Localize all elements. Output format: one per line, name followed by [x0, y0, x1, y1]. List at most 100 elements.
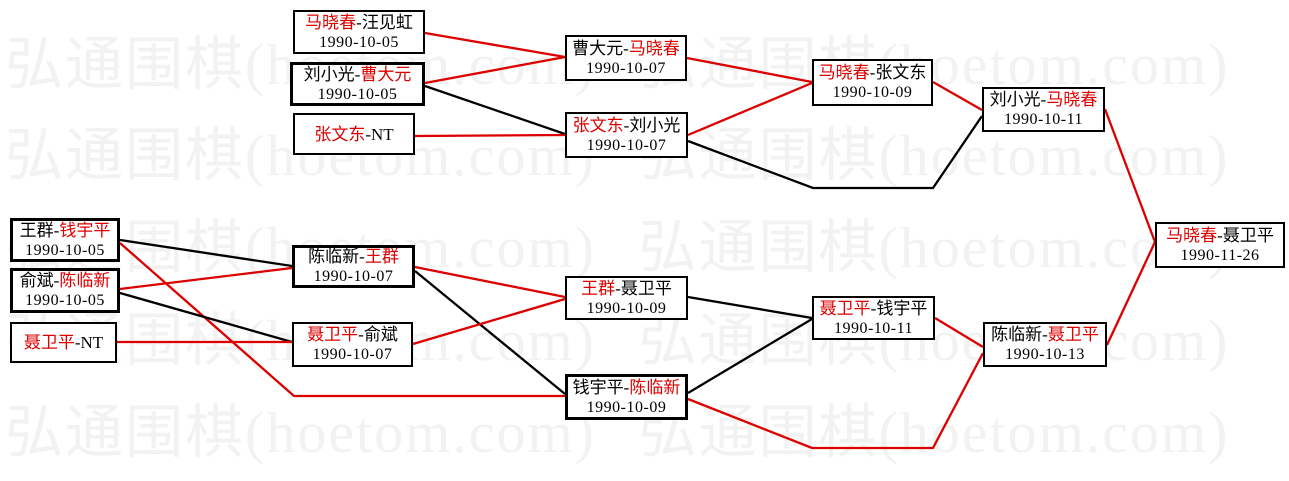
match-date: 1990-10-05 — [25, 292, 105, 309]
bracket-line-loser — [424, 84, 566, 136]
player-name-winner: 王群 — [364, 247, 399, 266]
match-date: 1990-10-05 — [317, 85, 398, 103]
match-players: 马晓春-张文东 — [819, 62, 927, 83]
bracket-line-winner — [1105, 241, 1157, 346]
player-name: -汪见虹 — [356, 12, 413, 32]
bracket-line-winner — [687, 352, 985, 450]
match-players: 聂卫平-钱宇平 — [820, 298, 928, 319]
player-name-winner: 张文东 — [314, 124, 366, 144]
match-players: 马晓春-汪见虹 — [305, 12, 413, 33]
match-date: 1990-10-11 — [833, 319, 914, 337]
player-name: 王群- — [19, 220, 60, 240]
player-name: 刘小光- — [303, 64, 361, 84]
bracket-line-winner — [414, 133, 566, 138]
player-name-winner: 曹大元 — [360, 64, 412, 84]
player-name-winner: 马晓春 — [1166, 225, 1218, 245]
match-date: 1990-10-11 — [1003, 111, 1084, 128]
match-players: 俞斌-陈临新 — [20, 270, 111, 291]
bracket-line-winner — [687, 81, 813, 137]
bracket-line-winner — [932, 81, 983, 111]
player-name: 陈临新- — [991, 325, 1048, 344]
match-date: 1990-10-09 — [586, 299, 667, 317]
bracket-line-loser — [687, 295, 813, 320]
player-name: 俞斌- — [19, 271, 60, 290]
match-players: 聂卫平-NT — [24, 332, 103, 353]
player-name: -聂卫平 — [615, 278, 672, 298]
player-name-winner: 聂卫平 — [819, 298, 871, 318]
match-players: 聂卫平-俞斌 — [307, 324, 398, 345]
player-name: -俞斌 — [358, 325, 398, 344]
player-name-winner: 聂卫平 — [307, 325, 359, 344]
match-players: 陈临新-王群 — [308, 246, 399, 267]
player-name: -聂卫平 — [1217, 225, 1274, 245]
bracket-line-winner — [934, 317, 984, 348]
player-name-winner: 陈临新 — [59, 271, 111, 290]
player-name-winner: 聂卫平 — [23, 333, 75, 352]
bracket-line-winner — [412, 297, 566, 346]
player-name: -张文东 — [869, 63, 927, 82]
match-players: 张文东-刘小光 — [573, 115, 681, 136]
match-players: 王群-聂卫平 — [581, 278, 672, 299]
match-players: 钱宇平-陈临新 — [573, 377, 681, 398]
player-name-winner: 张文东 — [572, 115, 624, 135]
match-date: 1990-10-09 — [586, 398, 667, 416]
match-date: 1990-10-09 — [832, 84, 913, 101]
bracket-line-winner — [424, 55, 566, 85]
match-players: 曹大元-马晓春 — [572, 38, 680, 59]
match-players: 陈临新-聂卫平 — [991, 324, 1099, 345]
match-players: 刘小光-马晓春 — [990, 89, 1098, 110]
bracket-line-loser — [119, 291, 293, 344]
bracket-line-winner — [119, 266, 293, 291]
match-players: 张文东-NT — [314, 124, 393, 145]
match-date: 1990-10-07 — [313, 268, 394, 285]
match-date: 1990-10-13 — [1005, 346, 1085, 363]
bracket-line-winner — [119, 242, 565, 398]
match-players: 刘小光-曹大元 — [304, 64, 412, 85]
bracket-line-winner — [414, 265, 566, 299]
player-name-winner: 马晓春 — [818, 63, 870, 82]
player-name: -NT — [365, 124, 394, 144]
bracket-line-winner — [686, 56, 813, 84]
match-date: 1990-10-07 — [312, 346, 393, 363]
player-name-winner: 钱宇平 — [59, 220, 111, 240]
match-date: 1990-10-07 — [586, 136, 667, 154]
match-date: 1990-11-26 — [1180, 246, 1260, 264]
player-name: -钱宇平 — [870, 298, 928, 318]
match-players: 马晓春-聂卫平 — [1166, 225, 1274, 246]
player-name-winner: 王群 — [581, 278, 616, 298]
bracket-line-winner — [424, 31, 566, 59]
bracket-line-loser — [119, 238, 293, 268]
match-box-match-10: 聂卫平-NT — [10, 322, 117, 363]
player-name: 刘小光- — [989, 90, 1047, 109]
player-name-winner: 马晓春 — [1046, 90, 1098, 109]
player-name-winner: 陈临新 — [629, 377, 681, 397]
match-box-match-3: 张文东-NT — [293, 113, 415, 155]
player-name-winner: 马晓春 — [305, 12, 357, 32]
player-name-winner: 马晓春 — [628, 38, 680, 58]
match-date: 1990-10-07 — [586, 59, 666, 77]
match-date: 1990-10-05 — [319, 33, 399, 51]
bracket-line-loser — [414, 270, 566, 395]
player-name: -刘小光 — [623, 115, 681, 135]
player-name: 钱宇平- — [572, 377, 630, 397]
match-players: 王群-钱宇平 — [20, 220, 111, 241]
player-name-winner: 聂卫平 — [1047, 325, 1099, 344]
player-name: 陈临新- — [308, 247, 365, 266]
